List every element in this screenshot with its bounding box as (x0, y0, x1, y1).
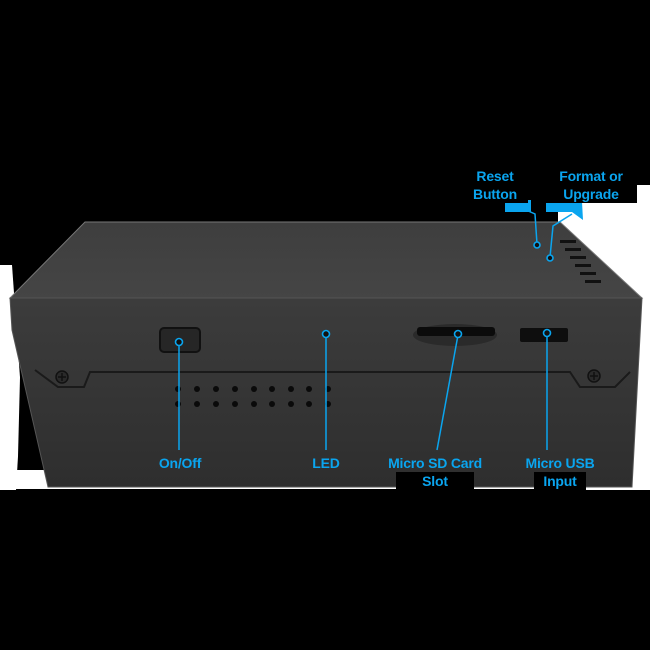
format-upgrade-label: Format or Upgrade (545, 167, 637, 203)
leader-lines (178, 209, 573, 451)
led-label: LED (312, 455, 340, 471)
panel-seam (34, 369, 631, 388)
on-off-label: On/Off (158, 455, 202, 471)
screw-right (587, 369, 601, 383)
reset-flag (505, 200, 531, 212)
format-flag (546, 202, 583, 220)
screw-left (55, 370, 69, 384)
callout-dots (174, 241, 554, 347)
reset-button-label: Reset Button (462, 167, 528, 203)
micro-usb-input-label: Micro USB Input (525, 455, 595, 490)
micro-sd-slot-label: Micro SD Card Slot (388, 455, 482, 490)
vent-slots (560, 240, 601, 283)
